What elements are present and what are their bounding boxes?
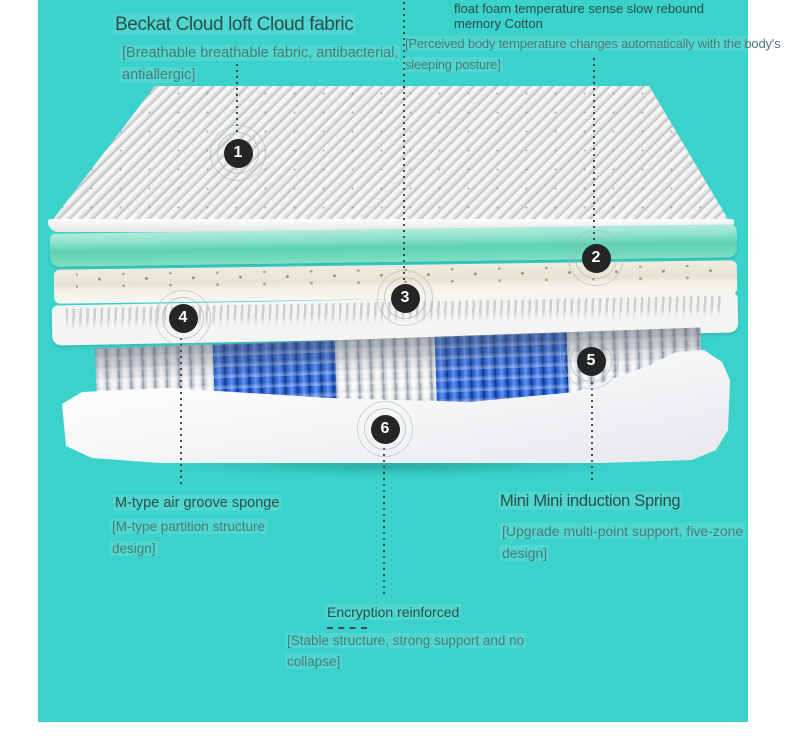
marker-6: 6 bbox=[357, 401, 413, 457]
label-sponge-title: M-type air groove sponge bbox=[113, 495, 282, 511]
label-reinforced-desc: [Stable structure, strong support and no… bbox=[285, 633, 527, 669]
marker-3: 3 bbox=[377, 270, 433, 326]
label-sponge-desc: [M-type partition structure design] bbox=[110, 519, 268, 556]
leader-line-4 bbox=[180, 336, 182, 484]
marker-3-ring: 3 bbox=[384, 277, 426, 319]
marker-1-ring: 1 bbox=[217, 132, 259, 174]
label-fabric-desc: [Breathable breathable fabric, antibacte… bbox=[120, 45, 401, 83]
marker-5-number: 5 bbox=[576, 346, 606, 376]
label-spring-desc: [Upgrade multi-point support, five-zone … bbox=[500, 523, 746, 561]
label-reinforced-title: Encryption reinforced bbox=[325, 604, 462, 620]
label-fabric-title: Beckat Cloud loft Cloud fabric bbox=[113, 14, 356, 35]
marker-6-ring: 6 bbox=[364, 408, 406, 450]
marker-4-number: 4 bbox=[168, 303, 198, 333]
label-memory-cotton-title: float foam temperature sense slow reboun… bbox=[454, 1, 705, 31]
label-memory-cotton-desc: [Perceived body temperature changes auto… bbox=[403, 36, 783, 72]
reinforced-dash-line bbox=[327, 627, 367, 629]
layer-quilted-fabric-cover bbox=[52, 86, 729, 221]
marker-4-ring: 4 bbox=[162, 297, 204, 339]
leader-line-3 bbox=[403, 0, 405, 280]
marker-5-ring: 5 bbox=[570, 340, 612, 382]
marker-3-number: 3 bbox=[390, 283, 420, 313]
leader-line-2 bbox=[593, 56, 595, 242]
marker-4: 4 bbox=[155, 290, 211, 346]
marker-2-number: 2 bbox=[581, 243, 611, 273]
label-spring-title: Mini Mini induction Spring bbox=[498, 492, 683, 510]
marker-1-number: 1 bbox=[223, 138, 253, 168]
marker-2: 2 bbox=[568, 230, 624, 286]
leader-line-1 bbox=[236, 62, 238, 134]
leader-line-6 bbox=[383, 446, 385, 598]
leader-line-5 bbox=[591, 380, 593, 484]
marker-5: 5 bbox=[563, 333, 619, 389]
marker-6-number: 6 bbox=[370, 414, 400, 444]
marker-2-ring: 2 bbox=[575, 237, 617, 279]
marker-1: 1 bbox=[210, 125, 266, 181]
